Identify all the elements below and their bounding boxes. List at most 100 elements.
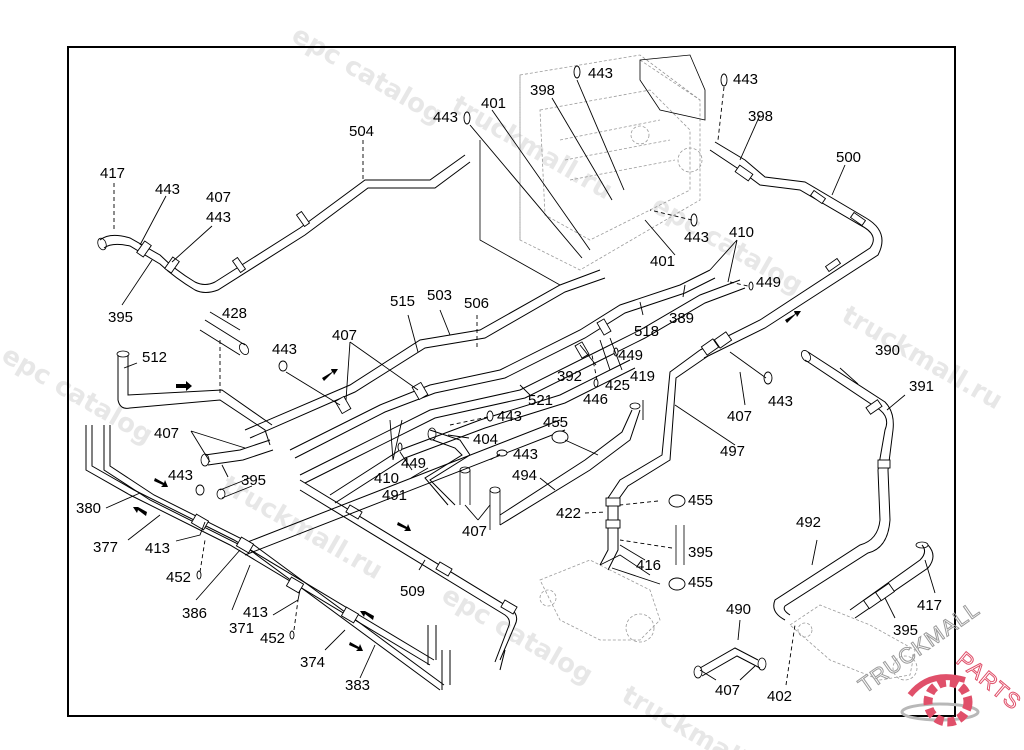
callout-386: 386 — [182, 605, 207, 622]
clamp-455-icon — [551, 430, 569, 444]
callout-497: 497 — [720, 443, 745, 460]
leader-lines — [105, 79, 936, 686]
flow-arrow-icon — [176, 381, 192, 391]
callout-449: 449 — [401, 455, 426, 472]
flow-arrow-icon — [133, 507, 147, 516]
logo-swoosh-red — [907, 674, 966, 697]
callout-391: 391 — [909, 378, 934, 395]
callout-455: 455 — [688, 574, 713, 591]
hose-395-407-left — [200, 439, 274, 500]
hose-417-395-right — [849, 541, 934, 619]
watermark-text: epc catalog — [437, 580, 598, 690]
callout-452: 452 — [260, 630, 285, 647]
hose-512-428 — [116, 319, 273, 446]
callout-455: 455 — [688, 492, 713, 509]
callout-428: 428 — [222, 305, 247, 322]
callout-413: 413 — [145, 540, 170, 557]
callout-509: 509 — [400, 583, 425, 600]
watermark-text: epc catalog — [0, 340, 158, 450]
callout-407: 407 — [154, 425, 179, 442]
callout-404: 404 — [473, 431, 498, 448]
hose-bundle-515-503-506-518 — [244, 269, 746, 504]
callout-518: 518 — [634, 323, 659, 340]
callout-401: 401 — [481, 95, 506, 112]
callout-443: 443 — [497, 408, 522, 425]
clamp-443-icon — [486, 410, 494, 422]
callout-443: 443 — [206, 209, 231, 226]
callout-417: 417 — [100, 165, 125, 182]
callout-443: 443 — [433, 109, 458, 126]
hose-390-391-492 — [773, 350, 894, 621]
flow-arrow-icon — [349, 642, 363, 651]
callout-380: 380 — [76, 500, 101, 517]
callout-371: 371 — [229, 620, 254, 637]
callout-410: 410 — [729, 224, 754, 241]
callout-500: 500 — [836, 149, 861, 166]
callout-443: 443 — [768, 393, 793, 410]
watermark-text: truckmall.ru — [837, 300, 1008, 416]
callout-395: 395 — [688, 544, 713, 561]
callout-395: 395 — [893, 622, 918, 639]
callout-390: 390 — [875, 342, 900, 359]
clamp-449-icon — [397, 442, 403, 452]
flow-arrow-icon — [360, 611, 374, 620]
watermark-text: epc catalog — [647, 190, 808, 300]
callout-398: 398 — [748, 108, 773, 125]
callout-407: 407 — [727, 408, 752, 425]
callout-443: 443 — [272, 341, 297, 358]
callout-392: 392 — [557, 368, 582, 385]
callout-425: 425 — [605, 377, 630, 394]
callout-416: 416 — [636, 557, 661, 574]
clamp-443-icon — [195, 484, 205, 496]
flow-arrow-icon — [785, 311, 801, 323]
watermark-text: truckmall.ru — [447, 90, 618, 206]
clamp-443-icon — [463, 111, 471, 125]
heater-valve-unit-center — [539, 554, 661, 643]
hose-395-icon — [675, 525, 685, 565]
callout-labels: 417 443 407 443 395 504 443 401 398 443 443 398 500 4… — [76, 65, 942, 705]
callout-413: 413 — [243, 604, 268, 621]
flow-arrows — [133, 311, 801, 651]
callout-401: 401 — [650, 253, 675, 270]
callout-455: 455 — [543, 414, 568, 431]
callout-506: 506 — [464, 295, 489, 312]
callout-491: 491 — [382, 487, 407, 504]
clamp-446-icon — [593, 378, 599, 388]
callout-402: 402 — [767, 688, 792, 705]
callout-443: 443 — [684, 229, 709, 246]
callout-504: 504 — [349, 123, 374, 140]
callout-452: 452 — [166, 569, 191, 586]
callout-398: 398 — [530, 82, 555, 99]
callout-443: 443 — [168, 467, 193, 484]
clamp-443-icon — [573, 65, 581, 79]
callout-410: 410 — [374, 470, 399, 487]
diagram-frame — [67, 46, 956, 717]
clamp-452-icon — [289, 630, 295, 640]
callout-492: 492 — [796, 514, 821, 531]
callout-515: 515 — [390, 293, 415, 310]
callout-521: 521 — [528, 392, 553, 409]
callout-383: 383 — [345, 677, 370, 694]
callout-422: 422 — [556, 505, 581, 522]
callout-443: 443 — [155, 181, 180, 198]
callout-503: 503 — [427, 287, 452, 304]
callout-395: 395 — [108, 309, 133, 326]
callout-395: 395 — [241, 472, 266, 489]
hose-bundle-lower-left — [85, 419, 566, 691]
clamp-443-icon — [278, 360, 288, 372]
callout-407: 407 — [462, 523, 487, 540]
callout-417: 417 — [917, 597, 942, 614]
clamp-443-icon — [720, 73, 728, 87]
callout-374: 374 — [300, 654, 325, 671]
callout-407: 407 — [206, 189, 231, 206]
callout-407: 407 — [332, 327, 357, 344]
callout-419: 419 — [630, 368, 655, 385]
logo-gear-icon — [923, 677, 973, 727]
hose-490 — [693, 647, 767, 679]
callout-512: 512 — [142, 349, 167, 366]
flow-arrow-icon — [154, 478, 168, 487]
hose-404-491-494 — [424, 402, 641, 530]
callout-449: 449 — [756, 274, 781, 291]
clamp-455-icon — [668, 494, 686, 508]
